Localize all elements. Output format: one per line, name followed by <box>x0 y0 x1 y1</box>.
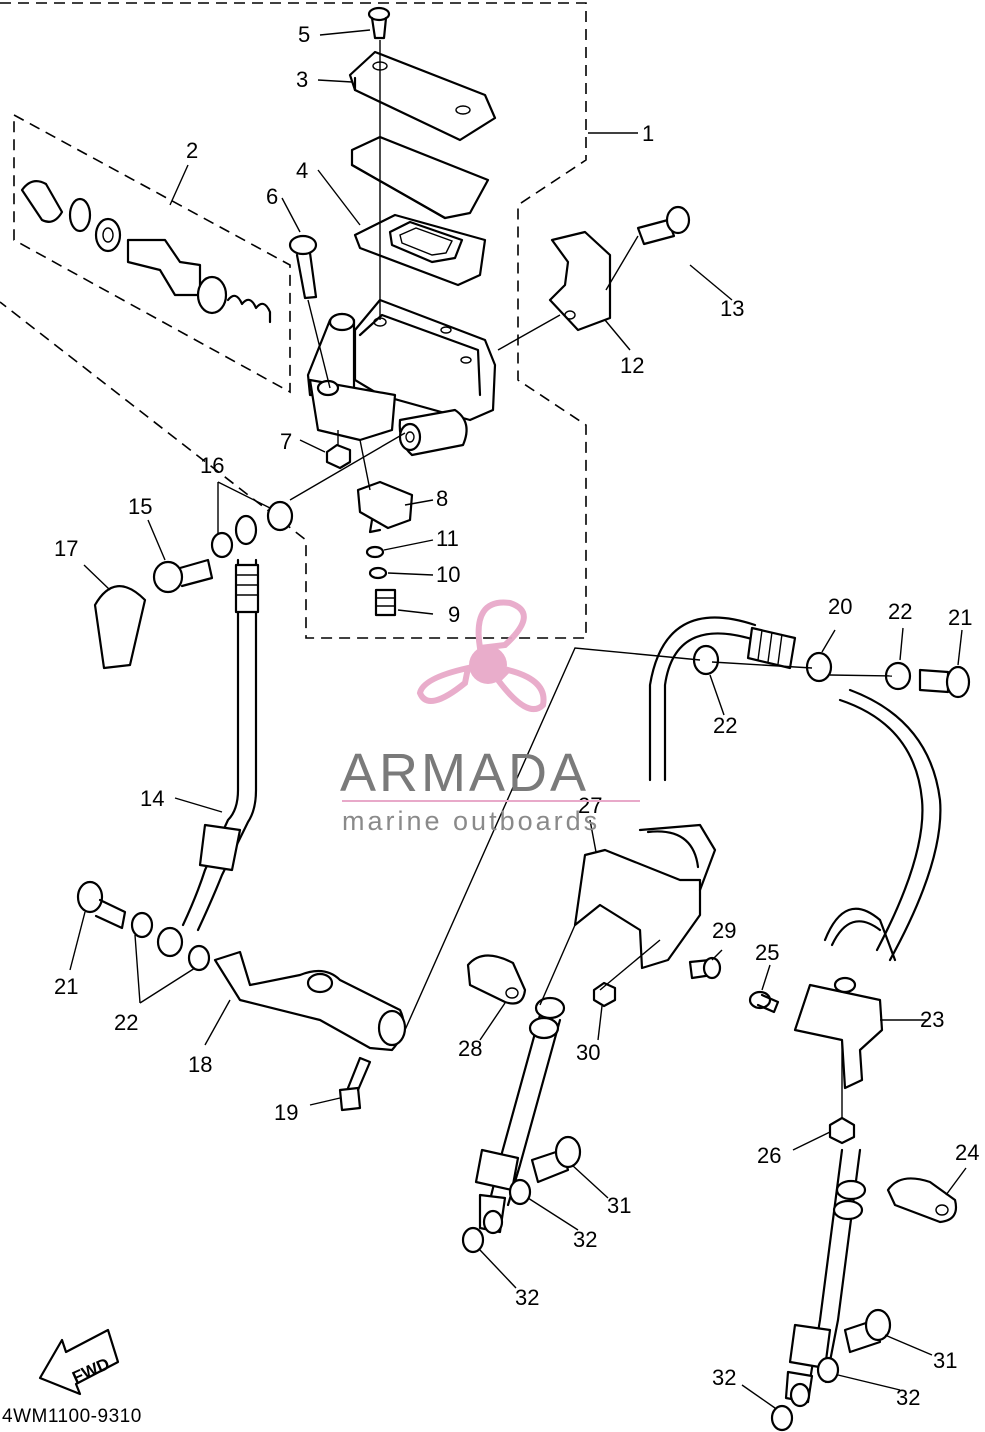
washer-16b[interactable] <box>210 531 234 559</box>
assembly-boundary-1 <box>0 2 587 639</box>
cap-plate[interactable] <box>350 135 490 220</box>
callout-30: 30 <box>576 1040 600 1065</box>
leader-lines <box>69 29 967 1409</box>
propeller-logo-icon <box>416 599 547 712</box>
callout-20: 20 <box>828 594 852 619</box>
assembly-boundary-2 <box>13 113 291 394</box>
piston-kit[interactable] <box>20 179 272 324</box>
callout-24: 24 <box>955 1140 979 1165</box>
bolt-31-center[interactable] <box>530 1135 582 1184</box>
callout-10: 10 <box>436 562 460 587</box>
screw-9[interactable] <box>374 588 397 617</box>
screw-5[interactable] <box>367 6 391 40</box>
callout-31-right: 31 <box>933 1348 957 1373</box>
bolt-6[interactable] <box>288 234 318 300</box>
banjo-bolt-21-right[interactable] <box>918 665 971 699</box>
cap-17[interactable] <box>93 585 147 670</box>
watermark-brand: ARMADA <box>340 743 590 803</box>
master-cylinder-body[interactable] <box>306 298 497 457</box>
watermark-divider <box>342 800 640 802</box>
bolt-25[interactable] <box>748 990 780 1014</box>
washer-11[interactable] <box>365 545 385 559</box>
hose-joint-18[interactable] <box>213 950 407 1052</box>
callout-27: 27 <box>578 793 602 818</box>
callout-26: 26 <box>757 1143 781 1168</box>
brake-hose-14[interactable] <box>181 514 260 932</box>
callout-2: 2 <box>186 138 198 163</box>
nut-7[interactable] <box>325 443 352 470</box>
callout-15: 15 <box>128 494 152 519</box>
reservoir-cap[interactable] <box>348 50 497 142</box>
callout-18: 18 <box>188 1052 212 1077</box>
washer-32-a[interactable] <box>508 1178 532 1206</box>
diagram-code: 4WM1100-9310 <box>2 1406 142 1427</box>
callout-8: 8 <box>436 486 448 511</box>
callout-14: 14 <box>140 786 164 811</box>
callout-22-right: 22 <box>888 599 912 624</box>
callout-6: 6 <box>266 184 278 209</box>
callout-29: 29 <box>712 918 736 943</box>
bolt-29[interactable] <box>688 956 722 980</box>
callout-1: 1 <box>642 121 654 146</box>
brake-hose-20[interactable] <box>648 616 942 962</box>
bracket-23[interactable] <box>793 907 897 1090</box>
washer-16a[interactable] <box>266 500 294 532</box>
bolt-31-right[interactable] <box>843 1308 892 1354</box>
callout-21-left: 21 <box>54 974 78 999</box>
callout-23: 23 <box>920 1007 944 1032</box>
callout-32-b: 32 <box>515 1285 539 1310</box>
washer-32-c[interactable] <box>816 1356 840 1384</box>
brake-switch[interactable] <box>356 480 414 534</box>
callout-3: 3 <box>296 67 308 92</box>
callout-25: 25 <box>755 940 779 965</box>
callout-32-a: 32 <box>573 1227 597 1252</box>
watermark-tagline: marine outboards <box>342 806 601 836</box>
washer-10[interactable] <box>368 566 388 580</box>
callout-19: 19 <box>274 1100 298 1125</box>
callout-5: 5 <box>298 22 310 47</box>
callout-13: 13 <box>720 296 744 321</box>
bracket-27[interactable] <box>573 823 717 970</box>
diaphragm[interactable] <box>353 213 487 287</box>
callout-7: 7 <box>280 429 292 454</box>
callout-21-right: 21 <box>948 605 972 630</box>
bolt-15[interactable] <box>152 558 214 594</box>
washer-32-b[interactable] <box>461 1226 485 1254</box>
callout-16: 16 <box>200 453 224 478</box>
washer-22-left-a[interactable] <box>130 911 154 939</box>
callout-28: 28 <box>458 1036 482 1061</box>
clamp-24[interactable] <box>886 1177 958 1224</box>
callout-17: 17 <box>54 536 78 561</box>
washer-32-d[interactable] <box>770 1404 794 1432</box>
callout-labels: 5 3 1 2 4 6 13 12 7 16 8 15 11 17 10 9 2… <box>54 22 979 1410</box>
washer-22-left-b[interactable] <box>156 926 184 958</box>
nut-30[interactable] <box>592 981 617 1008</box>
callout-11: 11 <box>436 526 459 551</box>
handlebar-holder[interactable] <box>548 230 612 332</box>
bolt-13[interactable] <box>636 205 691 246</box>
bolt-19[interactable] <box>338 1056 372 1112</box>
brake-hose-right-lower[interactable] <box>784 1148 867 1408</box>
fwd-arrow-icon: FWD <box>38 1328 120 1396</box>
callout-9: 9 <box>448 602 460 627</box>
callout-4: 4 <box>296 158 308 183</box>
banjo-bolt-21-left[interactable] <box>76 880 127 930</box>
callout-32-d: 32 <box>896 1385 920 1410</box>
clamp-28[interactable] <box>466 954 527 1005</box>
callout-22-left: 22 <box>114 1010 138 1035</box>
callout-22-center: 22 <box>713 713 737 738</box>
callout-32-c: 32 <box>712 1365 736 1390</box>
washer-22-left-c[interactable] <box>187 944 211 972</box>
nut-26[interactable] <box>828 1116 856 1145</box>
callout-12: 12 <box>620 353 644 378</box>
callout-31-center: 31 <box>607 1193 631 1218</box>
